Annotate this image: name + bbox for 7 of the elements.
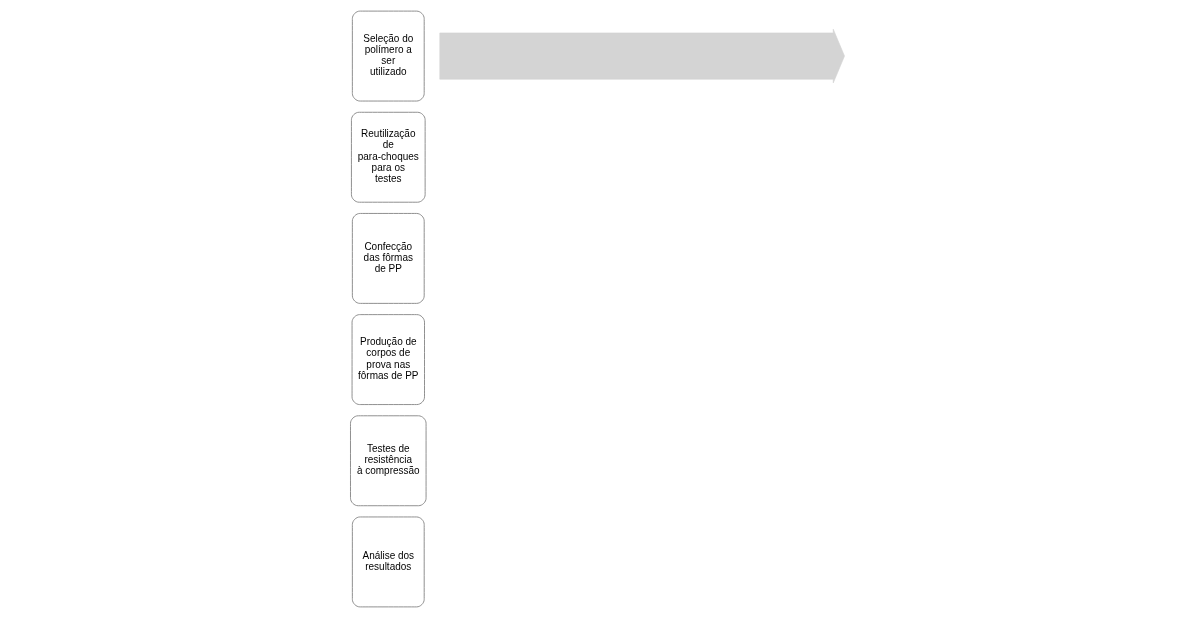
node-box: Produção de corpos de prova nas fôrmas de PP	[351, 314, 425, 406]
node-box: Análise dos resultados	[351, 516, 425, 608]
node-box: Reutilização de para-choques para os testes	[350, 111, 426, 203]
node-box: Confecção das fôrmas de PP	[351, 213, 425, 304]
node-box: Seleção do polímero a ser utilizado	[351, 10, 425, 102]
node-box: Testes de resistência à compressão	[350, 415, 427, 507]
node-arrow	[439, 28, 845, 84]
